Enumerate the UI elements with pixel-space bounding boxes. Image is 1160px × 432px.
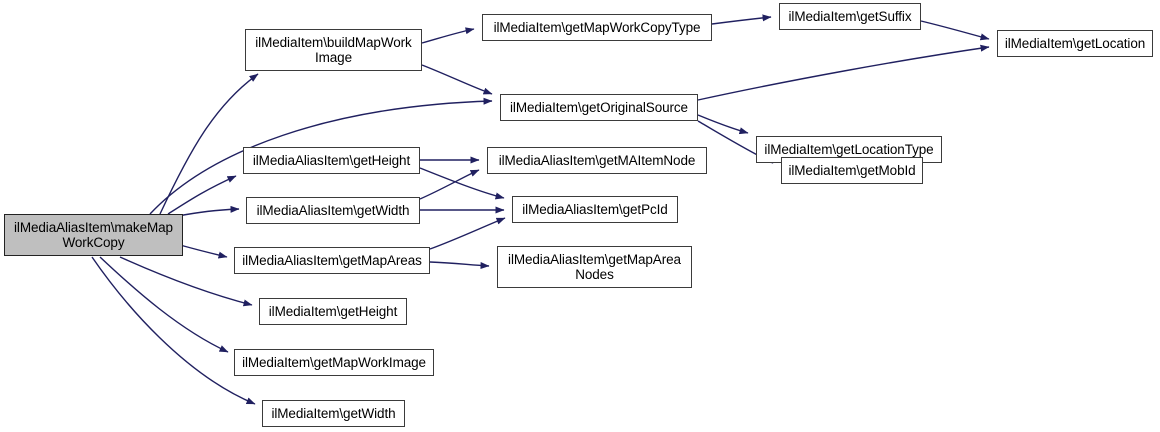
- edge-aliasGetHeight-to-getPcId: [419, 167, 505, 200]
- edge-root-to-getMapAreas: [179, 244, 228, 259]
- graph-node-aliasGetHeight[interactable]: ilMediaAliasItem\getHeight: [243, 147, 420, 174]
- edge-root-to-getOriginalSource: [149, 97, 493, 215]
- edge-getMapAreas-to-getPcId: [429, 217, 506, 250]
- edge-getSuffix-to-getLocation: [920, 20, 990, 41]
- graph-node-buildMapWorkImage[interactable]: ilMediaItem\buildMapWork Image: [245, 29, 422, 71]
- edge-buildMapWorkImage-to-getMapWorkCopyType: [421, 27, 475, 44]
- graph-node-aliasGetWidth[interactable]: ilMediaAliasItem\getWidth: [246, 197, 420, 224]
- graph-node-getMapAreaNodes[interactable]: ilMediaAliasItem\getMapArea Nodes: [497, 246, 692, 288]
- edge-root-to-aliasGetWidth: [177, 205, 240, 217]
- graph-node-getMapWorkCopyType[interactable]: ilMediaItem\getMapWorkCopyType: [482, 14, 712, 41]
- graph-node-getMapWorkImage[interactable]: ilMediaItem\getMapWorkImage: [234, 349, 434, 376]
- edge-getMapAreas-to-getMapAreaNodes: [429, 261, 490, 270]
- graph-node-getSuffix[interactable]: ilMediaItem\getSuffix: [779, 3, 921, 30]
- graph-node-getLocation[interactable]: ilMediaItem\getLocation: [997, 30, 1153, 57]
- edge-getOriginalSource-to-getLocationType: [697, 114, 749, 135]
- graph-node-getOriginalSource[interactable]: ilMediaItem\getOriginalSource: [500, 94, 698, 121]
- graph-node-getMAItemNode[interactable]: ilMediaAliasItem\getMAItemNode: [487, 147, 707, 174]
- edge-root-to-aliasGetHeight: [167, 175, 237, 215]
- edge-aliasGetWidth-to-getMAItemNode: [419, 169, 480, 200]
- graph-node-itemGetHeight[interactable]: ilMediaItem\getHeight: [259, 298, 407, 325]
- graph-node-root[interactable]: ilMediaAliasItem\makeMap WorkCopy: [4, 214, 183, 256]
- graph-node-getMobId[interactable]: ilMediaItem\getMobId: [781, 157, 923, 184]
- graph-node-getPcId[interactable]: ilMediaAliasItem\getPcId: [512, 196, 678, 223]
- edge-root-to-itemGetHeight: [119, 256, 253, 307]
- edge-getMapWorkCopyType-to-getSuffix: [711, 14, 772, 25]
- edge-root-to-buildMapWorkImage: [159, 73, 259, 215]
- edge-root-to-itemGetWidth: [91, 256, 256, 405]
- edge-buildMapWorkImage-to-getOriginalSource: [421, 64, 493, 95]
- edge-root-to-getMapWorkImage: [99, 256, 229, 353]
- edge-getOriginalSource-to-getLocation: [697, 44, 990, 101]
- graph-node-getMapAreas[interactable]: ilMediaAliasItem\getMapAreas: [234, 247, 430, 274]
- graph-node-itemGetWidth[interactable]: ilMediaItem\getWidth: [262, 400, 405, 427]
